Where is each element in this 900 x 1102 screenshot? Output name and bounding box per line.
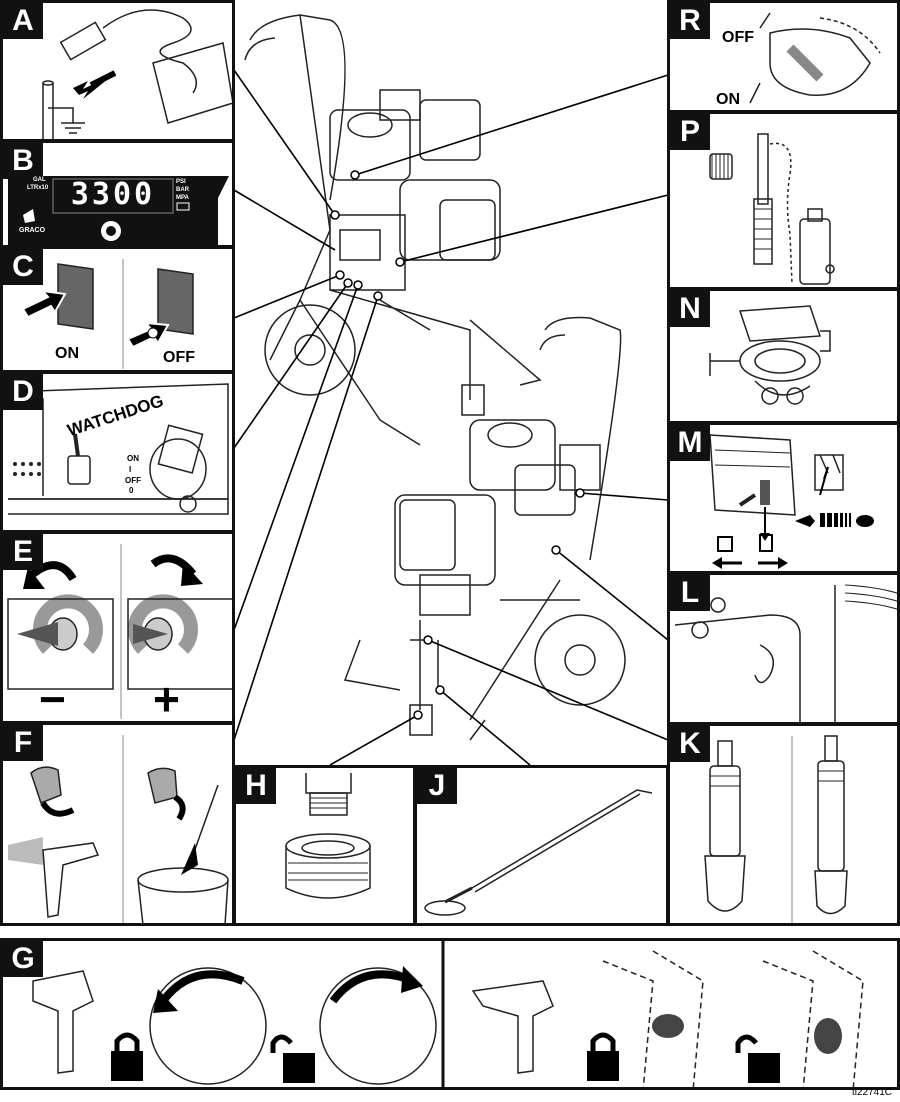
engine-on-off-switch-illustration (749, 12, 881, 104)
watchdog-switch-illustration (7, 383, 229, 515)
panel-label-a: A (3, 3, 43, 39)
figure-id: ti22741C (851, 1087, 892, 1098)
panel-label-k: K (670, 726, 710, 762)
panel-j-extension-pole: J (414, 765, 669, 926)
panel-c-power-switch: C ON OFF (0, 246, 235, 373)
panel-k-pump-cartridge: K (667, 723, 900, 926)
digital-display-illustration (8, 176, 229, 245)
extension-wand-illustration (424, 789, 653, 916)
panel-label-r: R (670, 3, 710, 39)
watchdog-off: OFF (125, 476, 141, 485)
engine-off-label: OFF (722, 29, 754, 46)
panel-a-grounding: A (0, 0, 235, 142)
panel-m-fuel-choke: M (667, 422, 900, 574)
unit-bar: BAR (176, 187, 189, 193)
unit-psi: PSI (176, 179, 186, 185)
gun-trigger-lock-illustration (32, 941, 864, 1087)
panel-label-l: L (670, 575, 710, 611)
panel-r-engine-switch: R OFF ON (667, 0, 900, 113)
rocker-switch-illustration (21, 259, 194, 369)
panel-e-pressure-knob: E − + (0, 531, 235, 724)
watchdog-on: ON (127, 454, 139, 463)
panel-label-c: C (3, 249, 43, 285)
unlock-icon (270, 1034, 780, 1083)
panel-label-e: E (3, 534, 43, 570)
switch-on-label: ON (55, 345, 79, 362)
panel-label-d: D (3, 374, 43, 410)
fuel-valve-choke-illustration (709, 434, 874, 569)
panel-label-n: N (670, 291, 710, 327)
switch-off-label: OFF (163, 349, 195, 366)
pump-rod-cover-illustration (674, 584, 897, 722)
pump-lower-illustration (704, 735, 848, 923)
panel-p-pump-filter: P (667, 111, 900, 290)
unit-ltr: LTRx10 (27, 185, 49, 191)
panel-label-b: B (3, 143, 43, 179)
increase-symbol: + (153, 673, 180, 724)
unit-mpa: MPA (176, 195, 189, 201)
panel-label-j: J (417, 768, 457, 804)
panel-l-pump-lock: L (667, 572, 900, 725)
watchdog-mid: I (129, 465, 132, 474)
pump-filter-illustration (709, 133, 835, 285)
unit-gal: GAL (33, 177, 46, 183)
panel-label-p: P (670, 114, 710, 150)
panel-n-pump-clamp: N (667, 288, 900, 424)
brand-logo: GRACO (19, 227, 46, 234)
engine-on-label: ON (716, 91, 740, 108)
panel-label-f: F (3, 725, 43, 761)
panel-f-prime-valve: F (0, 722, 235, 926)
decrease-symbol: − (39, 673, 66, 724)
panel-b-pressure-display: B 3300 GAL LTRx10 PSI BAR MPA GRACO (0, 140, 235, 248)
pump-clamp-illustration (709, 305, 831, 405)
panel-label-m: M (670, 425, 710, 461)
ground-clamp-illustration (42, 9, 232, 139)
display-reading: 3300 (70, 177, 156, 212)
lock-icon (111, 1032, 619, 1081)
panel-d-watchdog: D WATCHDOG ON I OFF 0 (0, 371, 235, 533)
panel-g-trigger-lock: G (0, 938, 900, 1090)
inlet-strainer-illustration (285, 773, 371, 899)
watchdog-zero: 0 (129, 486, 134, 495)
panel-label-h: H (236, 768, 276, 804)
panel-h-inlet-strainer: H (233, 765, 416, 926)
prime-and-spray-illustration (8, 735, 229, 923)
pressure-knob-illustration (7, 544, 232, 719)
panel-label-g: G (3, 941, 43, 977)
